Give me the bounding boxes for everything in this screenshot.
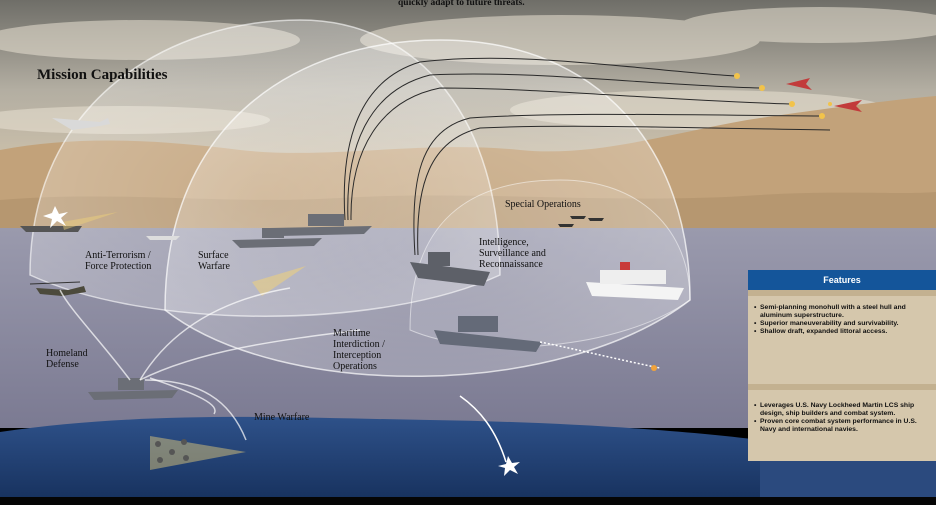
feature-item: Proven core combat system performance in… [754,418,930,434]
deep-sea [0,416,760,505]
features-list-secondary: Leverages U.S. Navy Lockheed Martin LCS … [748,390,936,434]
bottom-border [0,497,936,505]
page-title: Mission Capabilities [37,67,168,83]
feature-item: Shallow draft, expanded littoral access. [754,328,930,336]
label-line: Warfare [198,261,230,272]
label-maritime-interdiction: Maritime Interdiction / Interception Ope… [333,328,385,372]
label-line: Reconnaissance [479,259,543,270]
sensor-cone-force [62,212,118,230]
label-line: Maritime [333,328,371,339]
features-panel: Features Semi-planning monohull with a s… [748,270,936,461]
feature-item: Semi-planning monohull with a steel hull… [754,304,930,320]
label-mine-warfare: Mine Warfare [254,412,310,423]
feature-item: Superior maneuverability and survivabili… [754,320,930,328]
explosion-flash-bottom [498,456,520,476]
explosion-flash-left [43,206,68,228]
label-line: Surveillance and [479,248,546,259]
features-divider [748,384,936,390]
torpedo-track [459,395,507,463]
label-line: Homeland [46,348,88,359]
mines [155,439,189,463]
feature-item: Leverages U.S. Navy Lockheed Martin LCS … [754,402,930,418]
label-intelligence: Intelligence, Surveillance and Reconnais… [479,237,546,270]
features-heading: Features [748,270,936,290]
label-line: Interception [333,350,382,361]
special-ops-boats [558,216,604,227]
features-spacer [748,336,936,384]
enemy-aircraft [786,78,862,112]
label-homeland-defense: Homeland Defense [46,348,88,370]
label-surface-warfare: Surface Warfare [198,250,230,272]
features-list-primary: Semi-planning monohull with a steel hull… [748,296,936,336]
label-line: Anti-Terrorism / [85,250,151,261]
label-line: Operations [333,361,377,372]
label-anti-terrorism: Anti-Terrorism / Force Protection [85,250,151,272]
missile-trajectories [343,57,831,256]
helicopter-rotor [29,281,81,285]
tracer-impact [651,365,657,371]
sensor-cone-surface [252,266,306,296]
label-line: Surface [198,250,229,261]
intercept-flashes [734,73,832,119]
label-line: Force Protection [85,261,152,272]
intro-text: quickly adapt to future threats. [398,0,525,8]
label-line: Intelligence, [479,237,529,248]
label-line: Interdiction / [333,339,385,350]
patrol-aircraft [52,118,110,130]
label-line: Defense [46,359,79,370]
sonar-cone [150,436,246,470]
cruise-ship [586,262,684,300]
ships [20,214,542,400]
comm-links [59,287,361,441]
label-special-operations: Special Operations [505,199,581,210]
features-divider [748,290,936,296]
tracer-fire [539,341,661,369]
